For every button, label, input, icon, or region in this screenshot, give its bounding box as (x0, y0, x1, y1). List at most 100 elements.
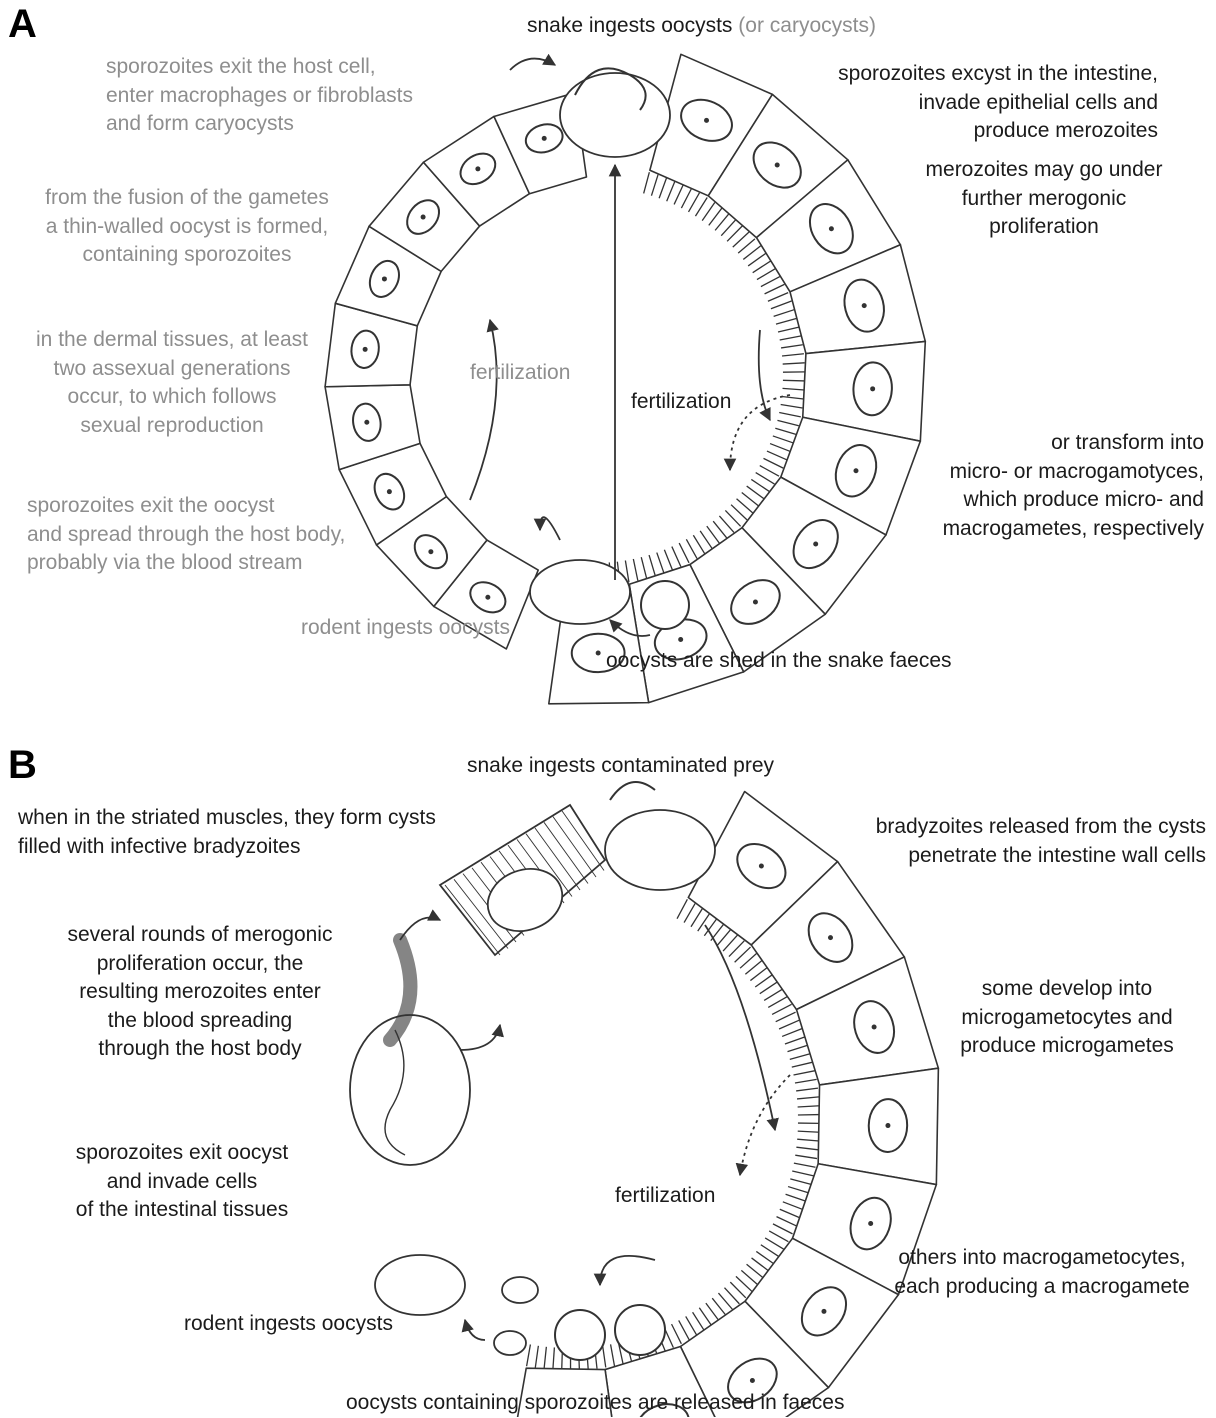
b-merogonic-line-1: several rounds of merogonic (40, 921, 360, 950)
transform-line-3: which produce micro- and (943, 486, 1204, 515)
panel-b-rodent-arrow (465, 1320, 485, 1340)
panel-a-snake-ingests-label: snake ingests oocysts (or caryocysts) (527, 12, 876, 41)
b-merogonic-line-4: the blood spreading (40, 1007, 360, 1036)
nucleolus (542, 136, 547, 141)
transform-line-1: or transform into (943, 429, 1204, 458)
nucleolus (813, 542, 818, 547)
striated-line-2: filled with infective bradyzoites (18, 833, 436, 862)
nucleolus (868, 1221, 873, 1226)
panel-b-exit-oocyst-label: sporozoites exit oocyst and invade cells… (40, 1139, 324, 1225)
nucleolus (750, 1378, 755, 1383)
merogonic-line-1: merozoites may go under (904, 156, 1184, 185)
panel-b-snake-icon (605, 810, 715, 890)
b-exit-oocyst-line-1: sporozoites exit oocyst (40, 1139, 324, 1168)
exit-oocyst-line-1: sporozoites exit the oocyst (27, 492, 345, 521)
panel-a-ingest-arrow (510, 59, 555, 70)
panel-b-rodent-label: rodent ingests oocysts (184, 1310, 393, 1339)
panel-a-snake-icon (560, 73, 670, 157)
caryocysts-alt-text: (or caryocysts) (738, 14, 876, 37)
panel-b-merozoite-arrow (460, 1025, 500, 1050)
b-exit-oocyst-line-3: of the intestinal tissues (40, 1196, 324, 1225)
nucleolus (678, 637, 683, 642)
micro-line-2: microgametocytes and (932, 1004, 1202, 1033)
dermal-line-3: occur, to which follows (12, 383, 332, 412)
panel-a-dermal-arrow (470, 320, 497, 500)
excyst-line-1: sporozoites excyst in the intestine, (838, 60, 1158, 89)
fusion-line-1: from the fusion of the gametes (22, 184, 352, 213)
dermal-line-4: sexual reproduction (12, 412, 332, 441)
panel-a-letter: A (8, 2, 37, 47)
nucleolus (759, 864, 764, 869)
panel-b-oocyst-tiny (494, 1331, 526, 1355)
macro-line-1: others into macrogametocytes, (872, 1244, 1212, 1273)
panel-a-exit-oocyst-label: sporozoites exit the oocyst and spread t… (27, 492, 345, 578)
transform-line-2: micro- or macrogamotyces, (943, 458, 1204, 487)
nucleolus (387, 489, 392, 494)
panel-b-fertilization-arrow (740, 1075, 790, 1175)
b-exit-oocyst-line-2: and invade cells (40, 1168, 324, 1197)
exit-host-line-3: and form caryocysts (106, 110, 413, 139)
nucleolus (475, 166, 480, 171)
panel-b-shed-oocyst (555, 1310, 605, 1360)
nucleolus (870, 386, 875, 391)
panel-b-merogonic-label: several rounds of merogonic proliferatio… (40, 921, 360, 1064)
b-merogonic-line-5: through the host body (40, 1035, 360, 1064)
panel-a-excyst-label: sporozoites excyst in the intestine, inv… (838, 60, 1158, 146)
nucleolus (363, 347, 368, 352)
nucleolus (596, 650, 601, 655)
panel-b-release-arrow (600, 1256, 655, 1285)
fusion-line-2: a thin-walled oocyst is formed, (22, 213, 352, 242)
macro-line-2: each producing a macrogamete (872, 1273, 1212, 1302)
panel-a-transform-label: or transform into micro- or macrogamotyc… (943, 429, 1204, 543)
nucleolus (753, 600, 758, 605)
panel-b-blood-vessel (390, 940, 410, 1040)
panel-b-fertilization: fertilization (615, 1182, 715, 1211)
micro-line-1: some develop into (932, 975, 1202, 1004)
exit-oocyst-line-2: and spread through the host body, (27, 521, 345, 550)
exit-host-line-2: enter macrophages or fibroblasts (106, 82, 413, 111)
b-merogonic-line-3: resulting merozoites enter (40, 978, 360, 1007)
panel-b-striated-label: when in the striated muscles, they form … (18, 804, 436, 861)
panel-a-dermal-label: in the dermal tissues, at least two asse… (12, 326, 332, 440)
dermal-line-1: in the dermal tissues, at least (12, 326, 332, 355)
nucleolus (872, 1025, 877, 1030)
panel-b-oocyst-wall (615, 1305, 665, 1355)
nucleolus (775, 163, 780, 168)
panel-a-merogonic-label: merozoites may go under further merogoni… (904, 156, 1184, 242)
dermal-line-2: two assexual generations (12, 355, 332, 384)
nucleolus (364, 420, 369, 425)
panel-b-released-label: oocysts containing sporozoites are relea… (346, 1389, 844, 1418)
merogonic-line-3: proliferation (904, 213, 1184, 242)
panel-a-rodent-label: rodent ingests oocysts (301, 614, 510, 643)
panel-b-macro-label: others into macrogametocytes, each produ… (872, 1244, 1212, 1301)
nucleolus (421, 215, 426, 220)
nucleolus (821, 1309, 826, 1314)
panel-a-fertilization-left: fertilization (470, 359, 570, 388)
nucleolus (485, 595, 490, 600)
panel-a-shed-label: oocysts are shed in the snake faeces (606, 647, 952, 676)
bradyzoites-line-1: bradyzoites released from the cysts (876, 813, 1206, 842)
nucleolus (862, 303, 867, 308)
merogonic-line-2: further merogonic (904, 185, 1184, 214)
fusion-line-3: containing sporozoites (22, 241, 352, 270)
panel-a-shed-oocyst (641, 581, 689, 629)
panel-b-bradyzoites-label: bradyzoites released from the cysts pene… (876, 813, 1206, 870)
excyst-line-3: produce merozoites (838, 117, 1158, 146)
panel-b-micro-label: some develop into microgametocytes and p… (932, 975, 1202, 1061)
panel-a-fusion-label: from the fusion of the gametes a thin-wa… (22, 184, 352, 270)
bradyzoites-line-2: penetrate the intestine wall cells (876, 842, 1206, 871)
transform-line-4: macrogametes, respectively (943, 515, 1204, 544)
nucleolus (829, 226, 834, 231)
panel-b-snake-head (610, 782, 655, 800)
panel-b-rodent-icon (375, 1255, 465, 1315)
snake-ingests-text: snake ingests oocysts (527, 14, 732, 37)
nucleolus (428, 549, 433, 554)
striated-line-1: when in the striated muscles, they form … (18, 804, 436, 833)
panel-a-exit-host-label: sporozoites exit the host cell, enter ma… (106, 53, 413, 139)
panel-b-letter: B (8, 743, 37, 788)
nucleolus (885, 1123, 890, 1128)
panel-b-oocyst-small (502, 1277, 538, 1303)
nucleolus (828, 935, 833, 940)
exit-host-line-1: sporozoites exit the host cell, (106, 53, 413, 82)
